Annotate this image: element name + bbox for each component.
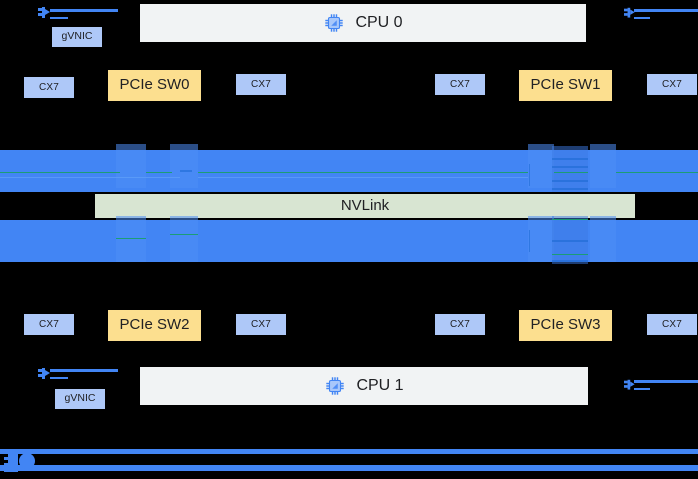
gpu-fabric-band-upper <box>0 144 698 192</box>
cx7-0-box[interactable]: CX7 <box>24 77 74 98</box>
cpu0-box[interactable]: CPU 0 <box>140 4 586 42</box>
link-line-green <box>146 172 172 173</box>
cx7-1-label: CX7 <box>250 79 272 90</box>
pcie-sw1-label: PCIe SW1 <box>530 76 601 94</box>
cx7-3-box[interactable]: CX7 <box>647 74 697 95</box>
cx7-6-box[interactable]: CX7 <box>435 314 485 335</box>
cx7-7-box[interactable]: CX7 <box>647 314 697 335</box>
link-line-green <box>170 234 198 235</box>
cx7-4-box[interactable]: CX7 <box>24 314 74 335</box>
footer-network-band <box>0 449 698 475</box>
cx7-1-box[interactable]: CX7 <box>236 74 286 95</box>
cx7-2-label: CX7 <box>449 79 471 90</box>
network-switch-icon-svg <box>4 451 35 472</box>
cx7-7-label: CX7 <box>661 319 683 330</box>
cx7-3-label: CX7 <box>661 79 683 90</box>
gpu-ghost-block <box>116 144 146 188</box>
cx7-4-label: CX7 <box>38 319 60 330</box>
cx7-0-label: CX7 <box>38 82 60 93</box>
link-line-dark <box>552 166 588 168</box>
link-line-dark <box>529 230 530 252</box>
link-line-dark <box>180 170 192 172</box>
gvnic-top-left-label: gVNIC <box>61 30 93 43</box>
gpu-ghost-block <box>170 144 198 188</box>
pcie-sw3-label: PCIe SW3 <box>530 316 601 334</box>
network-switch-icon <box>2 447 36 477</box>
network-plug-icon <box>624 379 635 390</box>
network-plug-icon <box>38 368 50 379</box>
cpu-chip-icon-svg <box>326 377 345 395</box>
link-line-dark <box>552 240 588 242</box>
gpu-ghost-block <box>528 216 554 262</box>
cpu-chip-icon <box>324 375 346 397</box>
link-line-light <box>198 177 528 178</box>
cpu-chip-icon-svg <box>325 14 344 32</box>
network-plug-icon <box>624 7 635 18</box>
pcie-sw3-box[interactable]: PCIe SW3 <box>519 310 612 341</box>
footer-line-top <box>0 449 698 454</box>
pcie-sw2-label: PCIe SW2 <box>119 316 190 334</box>
gvnic-bottom-left-box[interactable]: gVNIC <box>55 389 105 409</box>
link-line-green <box>616 172 698 173</box>
cpu0-label: CPU 0 <box>355 14 403 32</box>
link-line-green <box>116 238 146 239</box>
footer-line-bottom <box>0 465 698 471</box>
pcie-sw0-box[interactable]: PCIe SW0 <box>108 70 201 101</box>
gvnic-bottom-left-label: gVNIC <box>64 392 96 405</box>
cx7-6-label: CX7 <box>449 319 471 330</box>
link-line-dark <box>529 164 530 186</box>
net-top-left-icon <box>38 5 118 23</box>
pcie-sw1-box[interactable]: PCIe SW1 <box>519 70 612 101</box>
gpu-fabric-band-lower <box>0 216 698 264</box>
gvnic-top-left-box[interactable]: gVNIC <box>52 27 102 47</box>
gpu-ghost-block <box>116 216 146 262</box>
gpu-ghost-block <box>528 144 554 188</box>
link-line-light <box>0 177 180 178</box>
net-top-right-icon <box>624 6 698 24</box>
link-line-green <box>552 254 588 255</box>
net-bottom-right-icon <box>624 378 698 396</box>
link-line-dark <box>552 158 588 160</box>
pcie-sw2-box[interactable]: PCIe SW2 <box>108 310 201 341</box>
nvlink-bar[interactable]: NVLink <box>95 194 635 218</box>
link-line-dark <box>552 188 588 190</box>
cpu1-label: CPU 1 <box>356 377 404 395</box>
cpu1-box[interactable]: CPU 1 <box>140 367 588 405</box>
nvlink-label: NVLink <box>340 196 390 214</box>
link-line-green <box>198 172 528 173</box>
gpu-ghost-stack <box>552 146 588 192</box>
link-line-green <box>554 172 588 173</box>
cx7-2-box[interactable]: CX7 <box>435 74 485 95</box>
cpu-chip-icon <box>323 12 345 34</box>
link-line-green <box>552 219 588 220</box>
cx7-5-label: CX7 <box>250 319 272 330</box>
gpu-ghost-block <box>590 216 616 262</box>
link-line-green <box>0 172 120 173</box>
gpu-ghost-block <box>170 216 198 262</box>
network-plug-icon <box>38 7 50 18</box>
cx7-5-box[interactable]: CX7 <box>236 314 286 335</box>
gpu-ghost-block <box>590 144 616 188</box>
link-line-dark <box>552 260 588 262</box>
net-bottom-left-icon <box>38 366 118 384</box>
pcie-sw0-label: PCIe SW0 <box>119 76 190 94</box>
link-line-dark <box>552 180 588 182</box>
